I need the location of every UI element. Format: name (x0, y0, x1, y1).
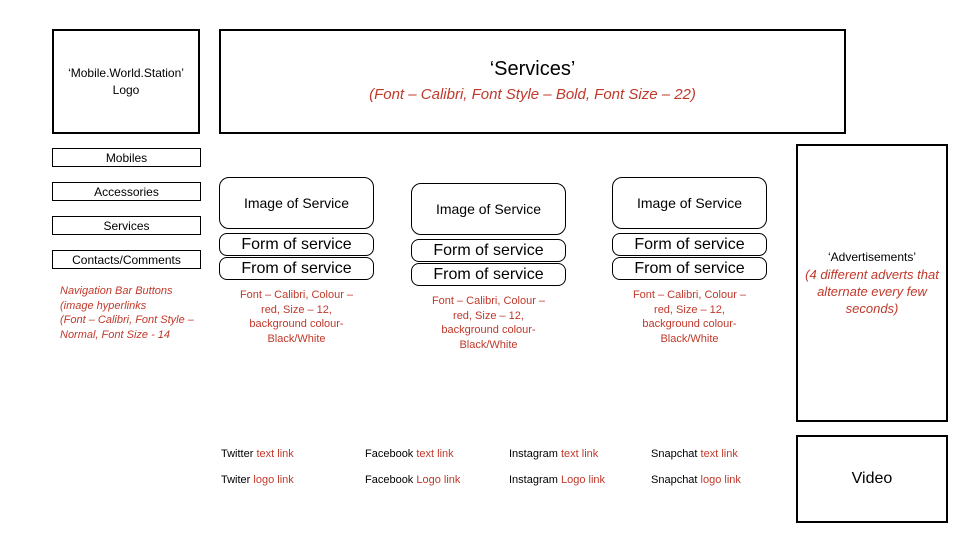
social-link-type: text link (700, 448, 738, 460)
nav-button-services[interactable]: Services (52, 216, 201, 235)
nav-note-line: Normal, Font Size - 14 (60, 328, 171, 341)
advertisements-title: ‘Advertisements’ (827, 249, 917, 264)
service-from-label: From of service (634, 259, 745, 277)
advertisements-note: (4 different adverts that alternate ever… (805, 266, 939, 317)
nav-button-label: Accessories (94, 184, 159, 199)
service-image-label: Image of Service (435, 201, 542, 217)
service-note-line: Font – Calibri, Colour – (239, 289, 354, 301)
social-name: Facebook (365, 474, 414, 486)
social-link-type: text link (560, 448, 599, 460)
service-image-label: Image of Service (636, 195, 743, 211)
service-note-line: background colour- (441, 324, 536, 336)
nav-button-label: Mobiles (105, 150, 148, 165)
nav-button-label: Services (103, 218, 150, 233)
advertisements-note-line: (4 different adverts that (805, 266, 939, 282)
social-link-type: Logo link (416, 474, 461, 486)
nav-note-line: (Font – Calibri, Font Style – (60, 314, 194, 326)
facebook-logo-link[interactable]: Facebook Logo link (365, 474, 460, 486)
nav-note-line: (image hyperlinks (60, 299, 147, 312)
service-note-line: background colour- (249, 318, 344, 330)
service-form-3[interactable]: Form of service (612, 233, 767, 256)
service-note-line: Black/White (660, 332, 719, 345)
social-name: Snapchat (651, 448, 698, 460)
social-name: Twiter (221, 474, 251, 486)
snapchat-text-link[interactable]: Snapchat text link (651, 448, 738, 460)
nav-button-label: Contacts/Comments (72, 252, 181, 267)
service-form-label: Form of service (241, 235, 352, 253)
nav-button-mobiles[interactable]: Mobiles (52, 148, 201, 167)
social-name: Instagram (509, 448, 558, 460)
instagram-text-link[interactable]: Instagram text link (509, 448, 598, 460)
social-link-type: Logo link (560, 474, 606, 486)
service-image-3[interactable]: Image of Service (612, 177, 767, 229)
service-note-line: red, Size – 12, (654, 303, 725, 316)
service-from-2[interactable]: From of service (411, 263, 566, 286)
service-from-label: From of service (241, 259, 352, 277)
social-name: Facebook (365, 448, 414, 460)
nav-button-accessories[interactable]: Accessories (52, 182, 201, 201)
video-label: Video (851, 470, 893, 487)
snapchat-logo-link[interactable]: Snapchat logo link (651, 474, 741, 486)
logo-placeholder[interactable]: ‘Mobile.World.Station’ Logo (52, 29, 200, 134)
page-title: ‘Services’ (489, 58, 576, 80)
nav-note-line: Navigation Bar Buttons (60, 285, 173, 297)
header-font-note: (Font – Calibri, Font Style – Bold, Font… (369, 86, 696, 103)
advertisements-note-line: seconds) (845, 300, 899, 316)
page-header: ‘Services’ (Font – Calibri, Font Style –… (219, 29, 846, 134)
nav-bar-note: Navigation Bar Buttons (image hyperlinks… (60, 284, 210, 342)
service-form-label: Form of service (634, 235, 745, 253)
social-name: Instagram (509, 474, 558, 486)
service-form-2[interactable]: Form of service (411, 239, 566, 262)
video-panel[interactable]: Video (796, 435, 948, 523)
social-link-type: text link (416, 448, 454, 460)
service-image-label: Image of Service (243, 195, 350, 211)
logo-label-line2: Logo (112, 82, 140, 97)
service-note-2: Font – Calibri, Colour – red, Size – 12,… (411, 294, 566, 352)
service-note-3: Font – Calibri, Colour – red, Size – 12,… (612, 288, 767, 346)
service-from-1[interactable]: From of service (219, 257, 374, 280)
social-link-type: logo link (253, 474, 294, 486)
service-note-line: red, Size – 12, (453, 309, 524, 322)
service-from-label: From of service (433, 265, 544, 283)
service-image-1[interactable]: Image of Service (219, 177, 374, 229)
service-note-1: Font – Calibri, Colour – red, Size – 12,… (219, 288, 374, 346)
nav-button-contacts-comments[interactable]: Contacts/Comments (52, 250, 201, 269)
advertisements-note-line: alternate every few (817, 283, 927, 299)
social-name: Twitter (221, 448, 254, 460)
service-note-line: Black/White (459, 338, 518, 351)
service-note-line: Font – Calibri, Colour – (632, 289, 747, 301)
social-link-type: text link (256, 448, 294, 460)
logo-label-line1: ‘Mobile.World.Station’ (68, 65, 184, 80)
service-note-line: Font – Calibri, Colour – (431, 295, 546, 307)
service-image-2[interactable]: Image of Service (411, 183, 566, 235)
twitter-text-link[interactable]: Twitter text link (221, 448, 294, 460)
facebook-text-link[interactable]: Facebook text link (365, 448, 454, 460)
service-note-line: red, Size – 12, (261, 303, 332, 316)
service-form-label: Form of service (433, 241, 544, 259)
service-note-line: background colour- (642, 318, 737, 330)
instagram-logo-link[interactable]: Instagram Logo link (509, 474, 605, 486)
service-from-3[interactable]: From of service (612, 257, 767, 280)
social-link-type: logo link (700, 474, 741, 486)
service-form-1[interactable]: Form of service (219, 233, 374, 256)
advertisements-panel[interactable]: ‘Advertisements’ (4 different adverts th… (796, 144, 948, 422)
twitter-logo-link[interactable]: Twiter logo link (221, 474, 294, 486)
service-note-line: Black/White (267, 332, 326, 345)
social-name: Snapchat (651, 474, 698, 486)
